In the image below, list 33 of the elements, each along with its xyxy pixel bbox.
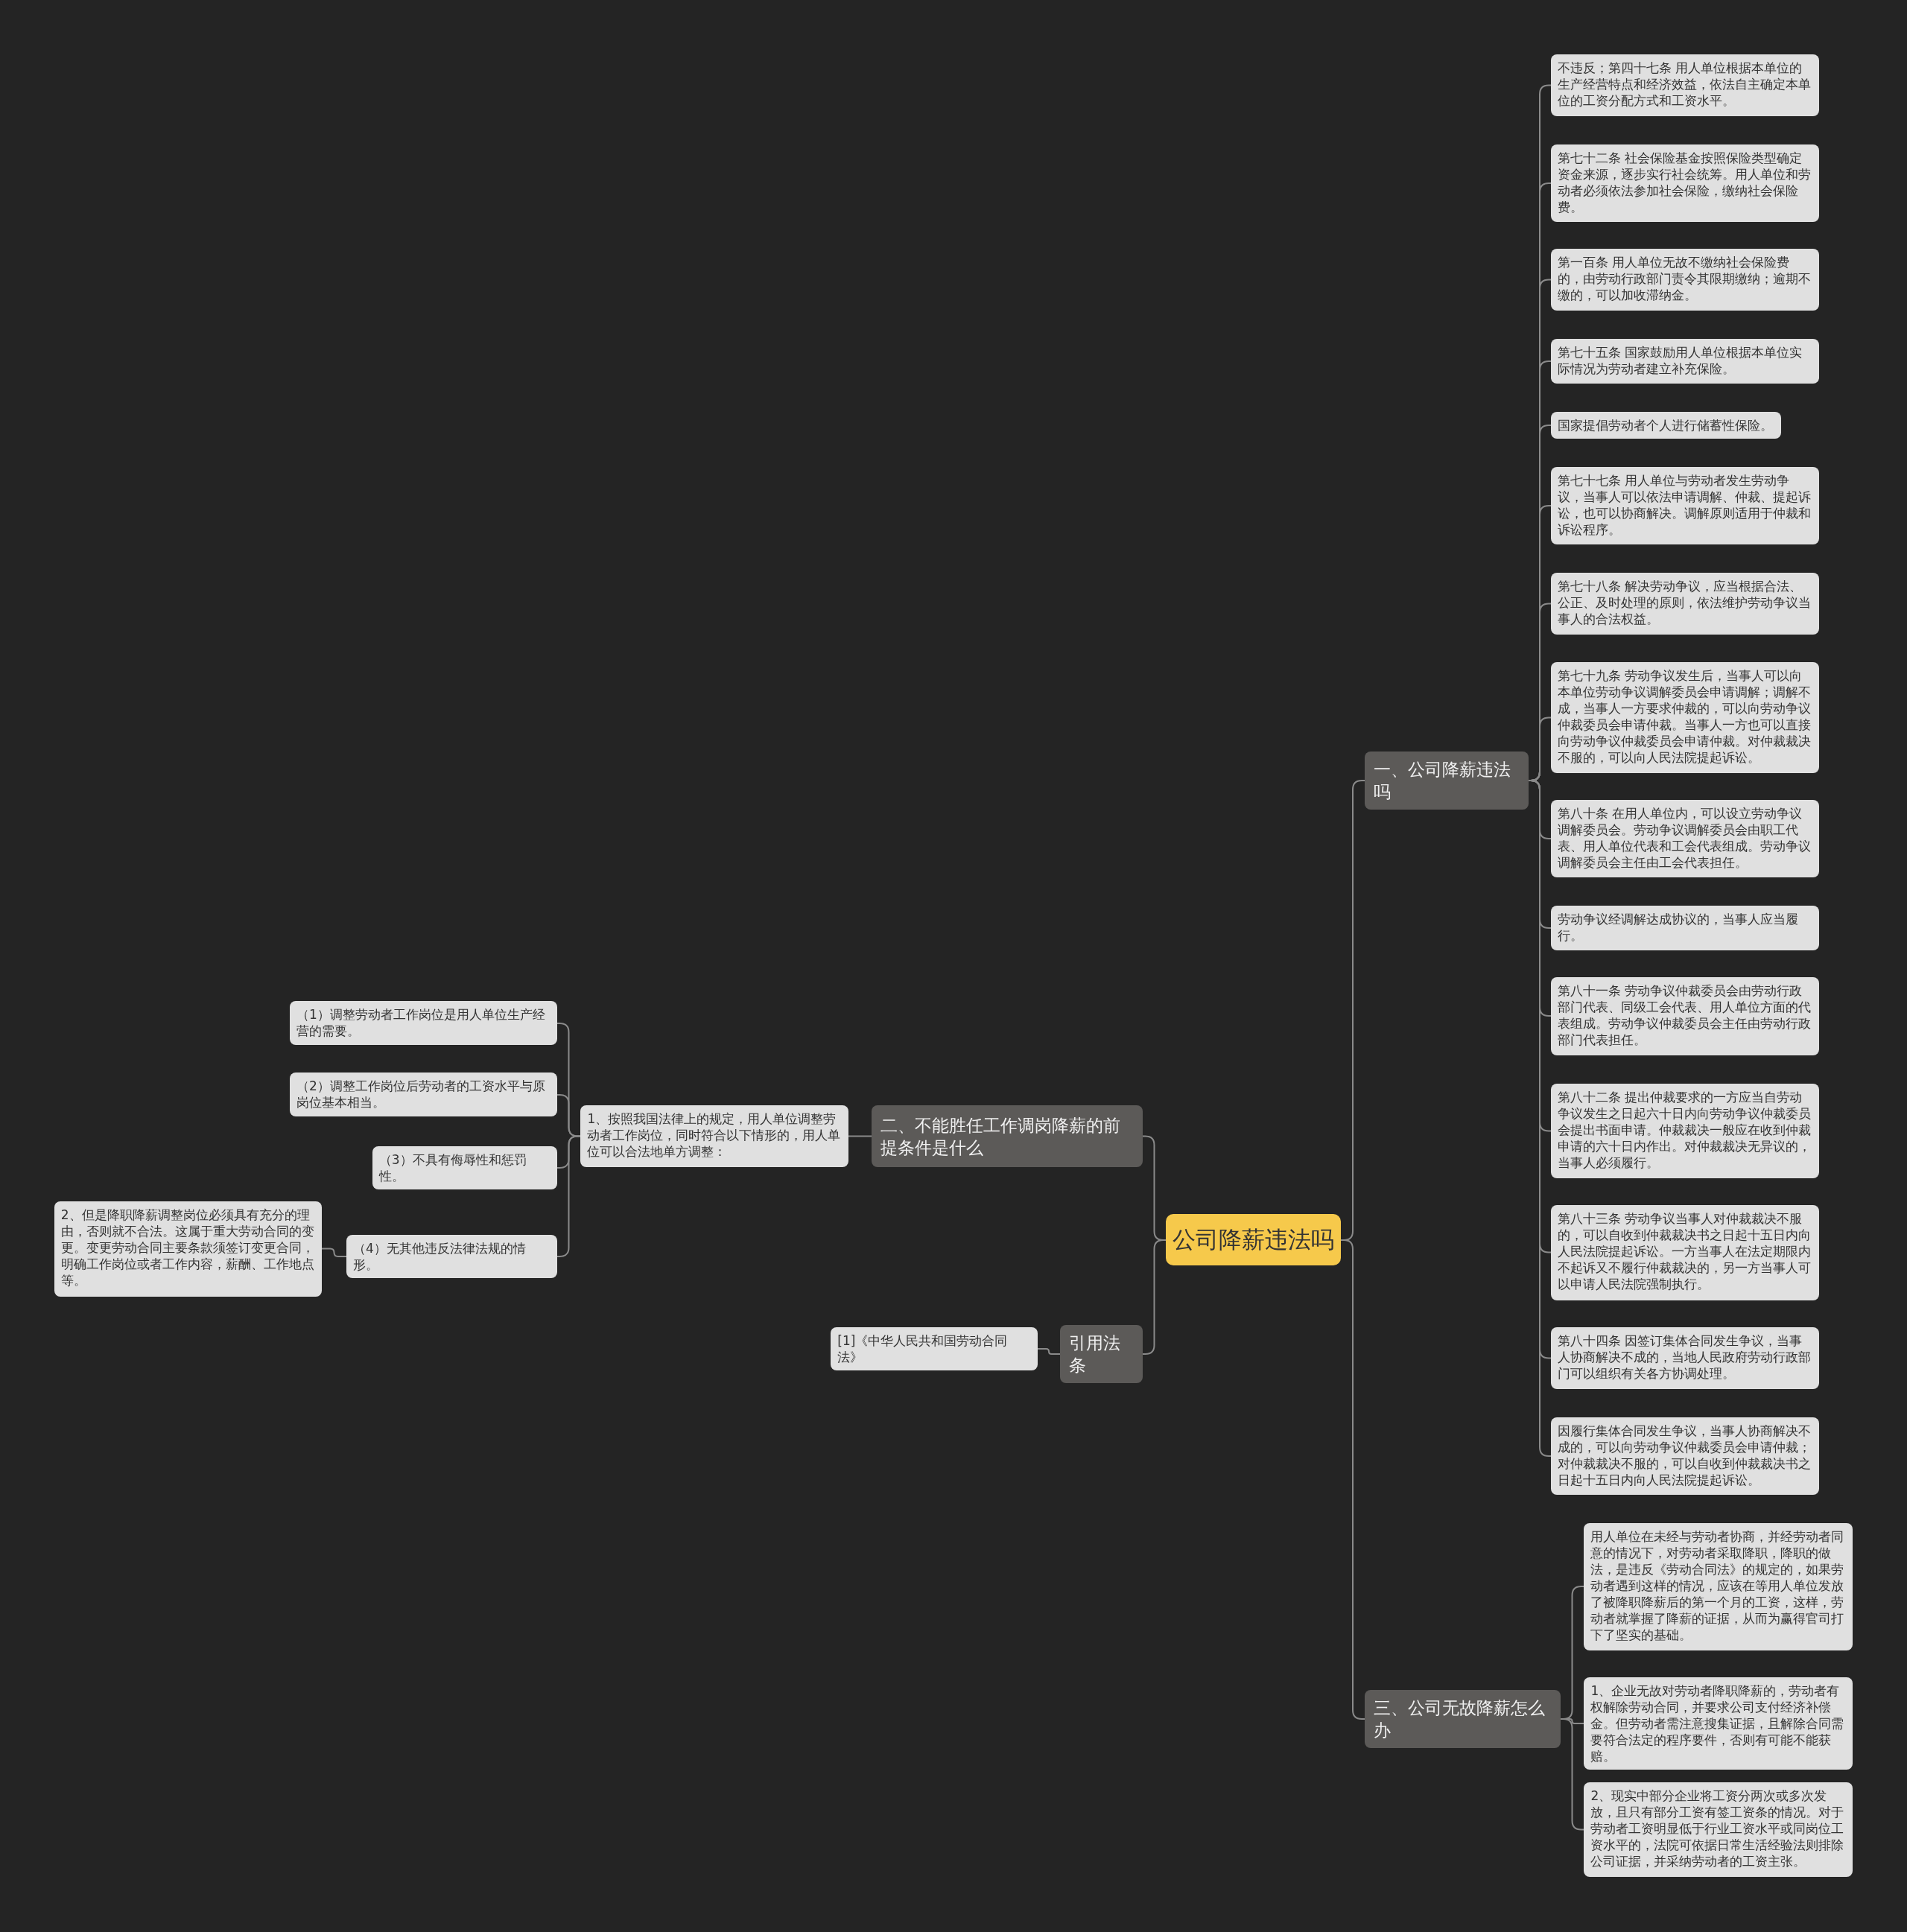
leaf-topic-box: 1、按照我国法律上的规定，用人单位调整劳动者工作岗位，同时符合以下情形的，用人单位可以合法地单方调整： bbox=[580, 1105, 848, 1168]
leaf-topic-box: [1]《中华人民共和国劳动合同法》 bbox=[831, 1327, 1038, 1371]
leaf-topic-box: （4）无其他违反法律法规的情形。 bbox=[346, 1235, 557, 1279]
leaf-topic-box: 第七十二条 社会保险基金按照保险类型确定资金来源，逐步实行社会统筹。用人单位和劳动者必须依法参加社会保险，缴纳社会保险费。 bbox=[1550, 144, 1820, 222]
central-topic-box: 公司降薪违法吗 bbox=[1166, 1214, 1342, 1266]
leaf-topic-box: 第八十条 在用人单位内，可以设立劳动争议调解委员会。劳动争议调解委员会由职工代表、用人单位代表和工会代表组成。劳动争议调解委员会主任由工会代表担任。 bbox=[1550, 799, 1820, 878]
leaf-topic-box: （2）调整工作岗位后劳动者的工资水平与原岗位基本相当。 bbox=[289, 1072, 557, 1117]
leaf-topic-box: 第八十四条 因签订集体合同发生争议，当事人协商解决不成的，当地人民政府劳动行政部门可以组织有关各方协调处理。 bbox=[1550, 1327, 1820, 1389]
leaf-topic-box: 第七十九条 劳动争议发生后，当事人可以向本单位劳动争议调解委员会申请调解；调解不成，当事人一方要求仲裁的，可以向劳动争议仲裁委员会申请仲裁。当事人一方也可以直接向劳动争议仲裁委员会申请仲裁。对仲裁裁决不服的，可以向人民法院提起诉讼。 bbox=[1550, 661, 1820, 773]
leaf-topic-box: 2、现实中部分企业将工资分两次或多次发放，且只有部分工资有签工资条的情况。对于劳动者工资明显低于行业工资水平或同岗位工资水平的，法院可依据日常生活经验法则排除公司证据，并采纳劳动者的工资主张。 bbox=[1584, 1782, 1853, 1878]
leaf-topic-box: 第八十一条 劳动争议仲裁委员会由劳动行政部门代表、同级工会代表、用人单位方面的代表组成。劳动争议仲裁委员会主任由劳动行政部门代表担任。 bbox=[1550, 977, 1820, 1055]
leaf-topic-box: 2、但是降职降薪调整岗位必须具有充分的理由，否则就不合法。这属于重大劳动合同的变更。变更劳动合同主要条款须签订变更合同，明确工作岗位或者工作内容，薪酬、工作地点等。 bbox=[54, 1201, 322, 1297]
branch-topic-box: 一、公司降薪违法吗 bbox=[1364, 751, 1529, 810]
leaf-topic-box: 用人单位在未经与劳动者协商，并经劳动者同意的情况下，对劳动者采取降职，降职的做法，是违反《劳动合同法》的规定的，如果劳动者遇到这样的情况，应该在等用人单位发放了被降职降薪后的第一个月的工资，这样，劳动者就掌握了降薪的证据，从而为赢得官司打下了坚实的基础。 bbox=[1584, 1523, 1853, 1650]
leaf-topic-box: 第一百条 用人单位无故不缴纳社会保险费的，由劳动行政部门责令其限期缴纳；逾期不缴的，可以加收滞纳金。 bbox=[1550, 249, 1820, 311]
leaf-topic-box: 因履行集体合同发生争议，当事人协商解决不成的，可以向劳动争议仲裁委员会申请仲裁；对仲裁裁决不服的，可以自收到仲裁裁决书之日起十五日内向人民法院提起诉讼。 bbox=[1550, 1417, 1820, 1496]
branch-topic-box: 二、不能胜任工作调岗降薪的前提条件是什么 bbox=[871, 1105, 1143, 1168]
branch-topic-box: 三、公司无故降薪怎么办 bbox=[1364, 1689, 1561, 1748]
leaf-topic-box: 第八十三条 劳动争议当事人对仲裁裁决不服的，可以自收到仲裁裁决书之日起十五日内向人民法院提起诉讼。一方当事人在法定期限内不起诉又不履行仲裁裁决的，另一方当事人可以申请人民法院强制执行。 bbox=[1550, 1205, 1820, 1300]
leaf-topic-box: （1）调整劳动者工作岗位是用人单位生产经营的需要。 bbox=[289, 1000, 557, 1046]
leaf-topic-box: 第七十八条 解决劳动争议，应当根据合法、公正、及时处理的原则，依法维护劳动争议当事人的合法权益。 bbox=[1550, 573, 1820, 635]
connector-line bbox=[1037, 1348, 1061, 1355]
leaf-topic-box: 劳动争议经调解达成协议的，当事人应当履行。 bbox=[1550, 906, 1820, 950]
branch-topic-box: 引用法条 bbox=[1060, 1324, 1143, 1383]
connector-line bbox=[321, 1248, 347, 1257]
leaf-topic-box: 不违反；第四十七条 用人单位根据本单位的生产经营特点和经济效益，依法自主确定本单位的工资分配方式和工资水平。 bbox=[1550, 54, 1820, 116]
leaf-topic-box: 第八十二条 提出仲裁要求的一方应当自劳动争议发生之日起六十日内向劳动争议仲裁委员会提出书面申请。仲裁裁决一般应在收到仲裁申请的六十日内作出。对仲裁裁决无异议的，当事人必须履行。 bbox=[1550, 1083, 1820, 1178]
leaf-topic-box: 第七十五条 国家鼓励用人单位根据本单位实际情况为劳动者建立补充保险。 bbox=[1550, 339, 1820, 384]
leaf-topic-box: 国家提倡劳动者个人进行储蓄性保险。 bbox=[1550, 411, 1782, 439]
leaf-topic-box: 1、企业无故对劳动者降职降薪的，劳动者有权解除劳动合同，并要求公司支付经济补偿金。但劳动者需注意搜集证据，且解除合同需要符合法定的程序要件，否则有可能不能获赔。 bbox=[1584, 1677, 1853, 1770]
leaf-topic-box: （3）不具有侮辱性和惩罚性。 bbox=[372, 1145, 557, 1189]
leaf-topic-box: 第七十七条 用人单位与劳动者发生劳动争议，当事人可以依法申请调解、仲裁、提起诉讼，也可以协商解决。调解原则适用于仲裁和诉讼程序。 bbox=[1550, 467, 1820, 545]
connector-line bbox=[847, 1135, 872, 1137]
